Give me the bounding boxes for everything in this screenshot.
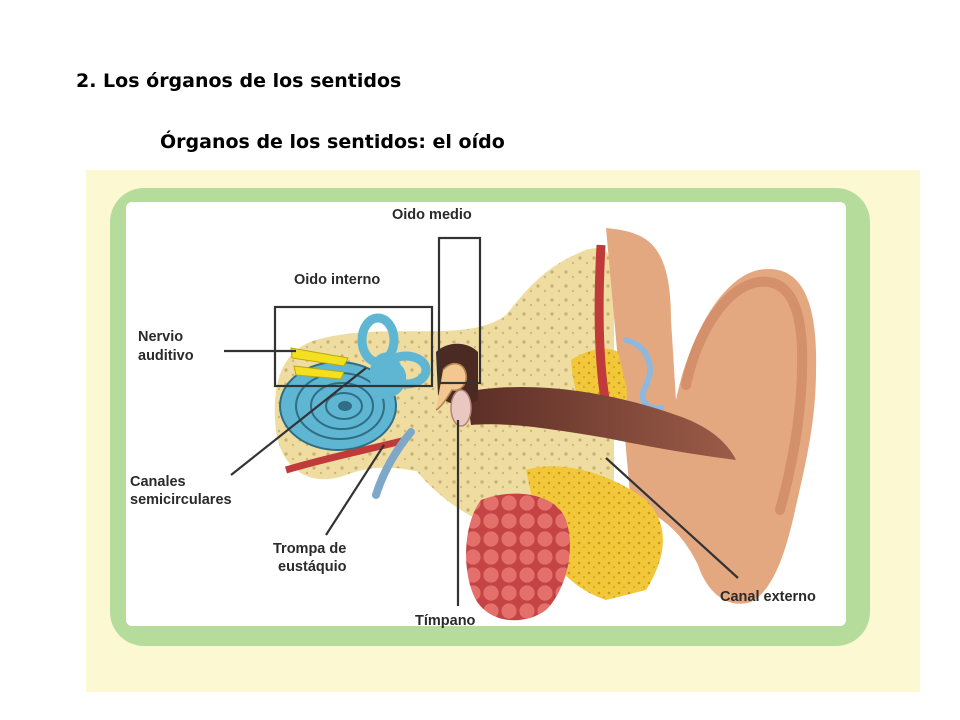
blood-vessel-lower (284, 436, 407, 474)
label-eustachian-1: Trompa de (273, 541, 346, 557)
label-semicircular-1: Canales (130, 474, 186, 490)
blood-vessel (594, 244, 611, 406)
label-nerve-1: Nervio (138, 329, 183, 345)
eustachian-tube (372, 428, 415, 499)
outer-ear (606, 228, 817, 604)
slide-title: 2. Los órganos de los sentidos (76, 70, 402, 92)
label-middle-ear: Oido medio (392, 207, 472, 223)
slide-subtitle: Órganos de los sentidos: el oído (160, 131, 505, 153)
ear-diagram-svg: Oido medio Oido interno Nervio auditivo … (86, 170, 920, 692)
auditory-nerve (290, 347, 349, 380)
label-eardrum: Tímpano (415, 613, 476, 629)
label-external-canal: Canal externo (720, 589, 816, 605)
semicircular-leader (230, 367, 367, 476)
vestibule (371, 361, 407, 399)
label-nerve-2: auditivo (138, 348, 194, 364)
label-inner-ear: Oido interno (294, 272, 380, 288)
ossicles (435, 362, 468, 411)
eustachian-leader (325, 444, 385, 536)
outer-ear-helix (681, 276, 808, 515)
external-canal (466, 386, 736, 460)
gland (466, 493, 570, 621)
label-eustachian-2: eustáquio (278, 559, 347, 575)
inner-ear-box (273, 305, 434, 388)
eardrum (450, 389, 472, 427)
canal-leader (605, 457, 739, 579)
ear-diagram: Oido medio Oido interno Nervio auditivo … (86, 170, 920, 692)
middle-ear-box (437, 236, 482, 385)
label-semicircular-2: semicirculares (130, 492, 232, 508)
